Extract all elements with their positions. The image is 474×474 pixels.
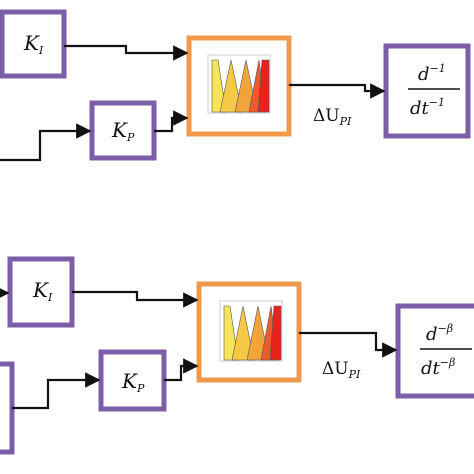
bottom-derivative-numerator: d−β: [426, 322, 453, 345]
top-fuzzy-block: [186, 35, 292, 137]
bottom-ki-to-fuzzy-line: [72, 290, 199, 308]
top-kp-label: KP: [111, 118, 135, 144]
bottom-kp-block: [98, 349, 167, 412]
top-fuzzy-to-derivative-line: [289, 83, 386, 99]
top-derivative-denominator: dt−1: [410, 96, 445, 119]
top-diagram: KI KP d−1 dt−1 ΔUPI: [0, 9, 471, 162]
bottom-derivative-denominator: dt−β: [421, 356, 455, 379]
top-ki-to-fuzzy-line: [64, 44, 189, 61]
top-fuzzy-membership-icon: [207, 54, 271, 114]
bottom-diagram: KI KP d−β dt−β ΔUPI: [0, 256, 474, 455]
bottom-delta-u-label: ΔUPI: [322, 359, 361, 381]
top-kp-to-fuzzy-line: [154, 110, 189, 133]
bottom-derivative-block: [395, 303, 474, 399]
top-ki-block: [0, 9, 67, 79]
bottom-ki-block: [7, 256, 75, 328]
bottom-kp-to-fuzzy-line: [164, 358, 199, 382]
bottom-input-block-partial: [0, 361, 15, 455]
bottom-kp-label: KP: [121, 369, 145, 395]
bottom-fuzzy-to-derivative-line: [299, 331, 398, 358]
bottom-fuzzy-membership-icon: [219, 300, 283, 362]
top-delta-u-label: ΔUPI: [313, 106, 352, 128]
top-derivative-numerator: d−1: [418, 62, 446, 85]
bottom-ki-label: KI: [32, 278, 53, 304]
bottom-input-to-kp-line: [12, 372, 101, 410]
top-ki-label: KI: [23, 31, 44, 57]
top-input-to-kp-line: [0, 123, 92, 162]
top-derivative-block: [383, 43, 471, 139]
